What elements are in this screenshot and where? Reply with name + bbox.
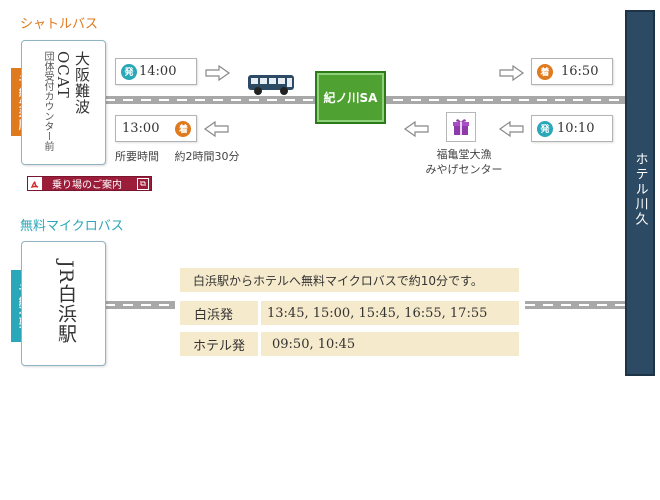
jr-station-box: JR白浜駅 xyxy=(21,241,106,366)
arrow-right-icon xyxy=(205,65,231,81)
arrive-origin-time-box: 13:00 着 xyxy=(115,115,197,142)
hotel-destination-bar: ホテル川久 xyxy=(625,10,655,376)
origin-station-box: 大阪難波OCAT 団体受付カウンター前 xyxy=(21,40,106,165)
shirahama-depart-times: 13:45, 15:00, 15:45, 16:55, 17:55 xyxy=(261,301,519,325)
micro-section-title: 無料マイクロバス xyxy=(20,219,124,234)
micro-road-right xyxy=(525,301,625,309)
arrive-badge-icon: 着 xyxy=(537,63,553,80)
depart-origin-time-box: 発 14:00 xyxy=(115,58,197,85)
arrow-left-icon xyxy=(203,121,229,137)
gift-icon xyxy=(453,119,469,135)
service-area-box: 紀ノ川SA xyxy=(315,71,386,124)
origin-station-name: 大阪難波OCAT xyxy=(54,51,91,115)
depart-badge-icon: 発 xyxy=(121,63,137,80)
micro-info-box: 白浜駅からホテルへ無料マイクロバスで約10分です。 xyxy=(180,268,519,292)
arrive-hotel-time: 16:50 xyxy=(561,64,599,79)
depart-hotel-time: 10:10 xyxy=(557,121,595,136)
new-window-icon: ⧉ xyxy=(137,177,149,190)
boarding-guide-link[interactable]: 乗り場のご案内 ⧉ xyxy=(27,176,152,191)
hotel-depart-times: 09:50, 10:45 xyxy=(261,332,519,356)
pdf-icon xyxy=(28,177,42,190)
boarding-guide-label: 乗り場のご案内 xyxy=(52,180,122,191)
depart-origin-time: 14:00 xyxy=(139,64,177,79)
depart-badge-icon: 発 xyxy=(537,120,553,137)
gift-shop-icon-box xyxy=(446,112,476,142)
arrow-left-icon xyxy=(403,121,429,137)
bus-icon xyxy=(248,75,294,95)
hotel-depart-label: ホテル発 xyxy=(180,332,258,356)
micro-road-left xyxy=(105,301,175,309)
jr-station-name: JR白浜駅 xyxy=(55,260,77,344)
arrow-right-icon xyxy=(499,65,525,81)
arrive-hotel-time-box: 着 16:50 xyxy=(531,58,613,85)
duration-text: 所要時間 約2時間30分 xyxy=(115,148,240,164)
arrive-origin-time: 13:00 xyxy=(122,121,160,136)
origin-station-sub: 団体受付カウンター前 xyxy=(42,51,53,151)
shirahama-depart-label: 白浜発 xyxy=(180,301,258,325)
arrow-left-icon xyxy=(498,121,524,137)
gift-shop-label: 福亀堂大漁 みやげセンター xyxy=(425,148,503,176)
arrive-badge-icon: 着 xyxy=(175,120,192,137)
duration-value: 約2時間30分 xyxy=(174,150,240,163)
shuttle-section-title: シャトルバス xyxy=(20,17,99,32)
depart-hotel-time-box: 発 10:10 xyxy=(531,115,613,142)
duration-label: 所要時間 xyxy=(115,150,159,163)
hotel-name: ホテル川久 xyxy=(632,152,648,227)
